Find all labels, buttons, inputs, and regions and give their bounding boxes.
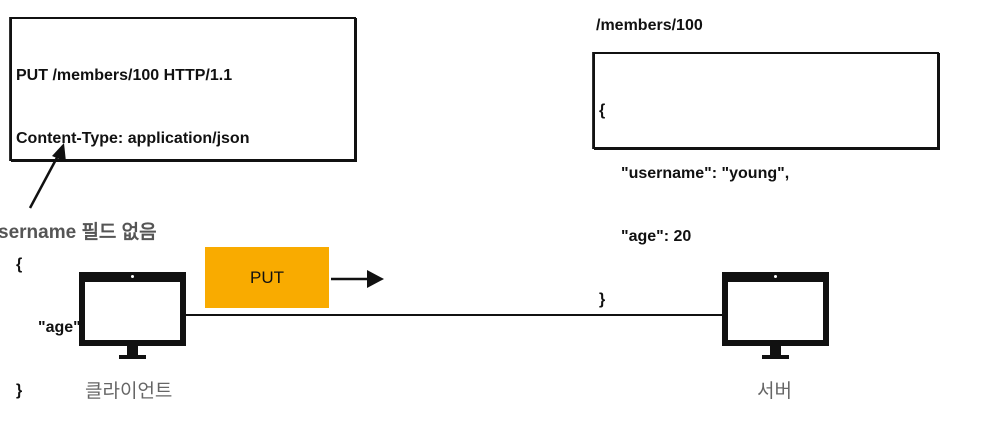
annotation-arrow — [28, 143, 66, 209]
resource-close-brace: } — [599, 291, 606, 308]
request-message-box: PUT /members/100 HTTP/1.1 Content-Type: … — [10, 17, 356, 399]
client-label: 클라이언트 — [85, 381, 173, 402]
server-label: 서버 — [757, 381, 792, 402]
resource-path: /members/100 — [596, 17, 703, 34]
client-monitor-icon — [79, 272, 186, 359]
put-direction-arrow — [331, 270, 384, 288]
json-open-brace: { — [16, 256, 23, 273]
resource-open-brace: { — [599, 102, 606, 119]
put-method-label: PUT — [250, 267, 284, 287]
json-close-brace: } — [16, 382, 23, 399]
content-type-header: Content-Type: application/json — [16, 130, 250, 147]
resource-box: { "username": "young", "age": 20 } — [593, 52, 939, 308]
missing-field-note: sername 필드 없음 — [0, 222, 157, 243]
request-line: PUT /members/100 HTTP/1.1 — [16, 67, 233, 84]
put-method-box: PUT — [205, 247, 329, 308]
server-monitor-icon — [722, 272, 829, 359]
resource-age-field: "age": 20 — [621, 228, 692, 245]
resource-username-field: "username": "young", — [621, 165, 790, 182]
